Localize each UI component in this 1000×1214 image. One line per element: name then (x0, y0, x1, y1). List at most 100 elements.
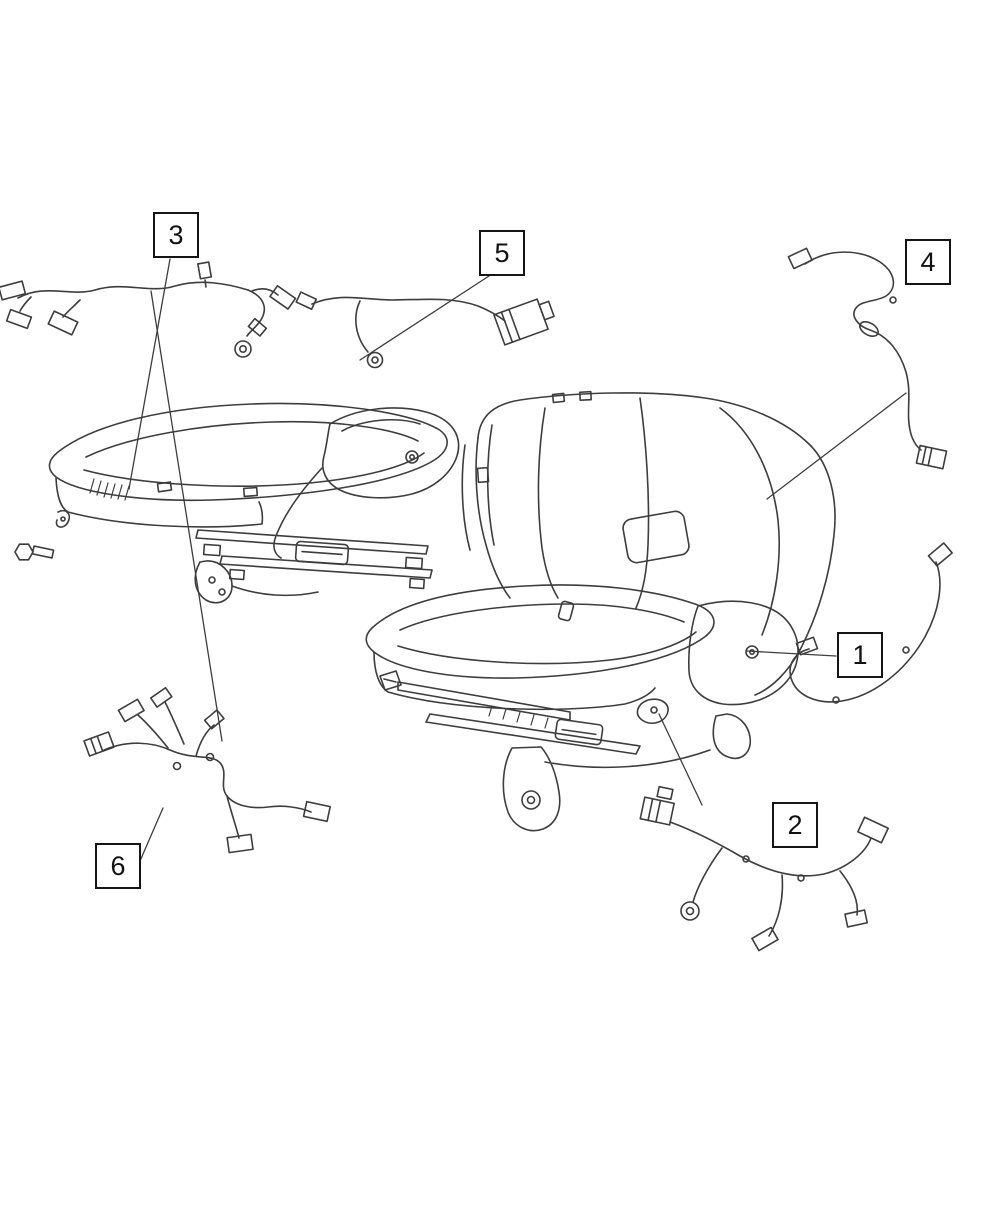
harness-wire[interactable] (804, 251, 922, 451)
harness-branch[interactable] (692, 847, 723, 903)
seatback-outline (477, 392, 836, 696)
ring-connector[interactable] (234, 340, 252, 358)
rear-foot (712, 713, 752, 759)
ring-connector-cap[interactable] (247, 317, 268, 337)
cushion-front-skirt (55, 477, 264, 528)
clip-stub[interactable] (204, 279, 207, 288)
connector-stub[interactable] (251, 288, 279, 296)
harness-wire[interactable] (789, 561, 941, 703)
harness-branch[interactable] (768, 874, 784, 937)
side-shield-outline (688, 600, 799, 706)
front-leg-hole (521, 790, 541, 810)
connector-block[interactable] (0, 280, 27, 301)
leader-line-4 (766, 392, 907, 500)
connector-block[interactable] (844, 909, 869, 928)
callout-3-label: 3 (168, 219, 184, 250)
multi-pin-connector[interactable] (83, 731, 115, 757)
connector-stub[interactable] (164, 701, 185, 745)
connector-block[interactable] (5, 308, 33, 330)
leader-line-6 (139, 807, 164, 862)
torsion-rod (273, 467, 323, 559)
wire-clip-hole[interactable] (742, 855, 750, 863)
leader-line-5 (359, 275, 490, 361)
seat-track-rail-front (219, 555, 433, 579)
harness-4[interactable] (787, 247, 948, 470)
track-motor (294, 540, 350, 566)
harness-wire[interactable] (669, 821, 872, 877)
callout-1-label: 1 (852, 639, 868, 670)
callout-3[interactable]: 3 (153, 212, 199, 258)
crossbar (544, 749, 711, 769)
connector-block[interactable] (295, 291, 318, 311)
connector-block[interactable] (269, 284, 297, 310)
track-motor (554, 718, 604, 746)
harness-branch[interactable] (195, 724, 215, 757)
connector-block[interactable] (787, 247, 813, 270)
wire-clip-hole[interactable] (205, 752, 215, 762)
cushion-top-outline (48, 402, 448, 502)
grommet[interactable] (857, 319, 880, 339)
wire-clip-hole[interactable] (797, 874, 805, 882)
leader-line-3b (150, 290, 223, 742)
headrest-clip (578, 390, 593, 402)
harness-2[interactable] (639, 785, 889, 952)
callout-5[interactable]: 5 (479, 230, 525, 276)
callout-1[interactable]: 1 (837, 632, 883, 678)
wire-clip-hole[interactable] (902, 646, 910, 654)
harness-3[interactable] (0, 261, 297, 358)
harness-5[interactable] (295, 291, 558, 369)
leader-lines (128, 258, 907, 862)
harness-1[interactable] (789, 542, 953, 704)
harness-tail[interactable] (246, 289, 266, 337)
connector-block[interactable] (117, 698, 145, 723)
connector-stub[interactable] (19, 296, 32, 312)
connector-block[interactable] (47, 310, 79, 336)
cushion-seam-1 (85, 420, 419, 458)
sensor-branch[interactable] (355, 300, 369, 353)
ring-connector[interactable] (680, 901, 700, 921)
cushion-top-outline (365, 584, 715, 679)
ring-connector-hole[interactable] (239, 344, 248, 353)
track-foot (202, 543, 222, 557)
callout-4[interactable]: 4 (905, 239, 951, 285)
belt-buckle (557, 600, 575, 622)
pillar-trim (461, 424, 495, 551)
connector-block[interactable] (857, 816, 889, 844)
seatback-left-edge (475, 437, 511, 599)
wire-clip-hole[interactable] (832, 696, 840, 704)
cushion-seam-2 (397, 631, 697, 665)
ring-connector-hole[interactable] (685, 906, 695, 916)
connector-block[interactable] (751, 926, 779, 952)
callout-2[interactable]: 2 (772, 802, 818, 848)
callout-4-label: 4 (920, 246, 936, 277)
wire-clip-hole[interactable] (889, 296, 897, 304)
bracket-hole (208, 576, 216, 584)
cushion-seam-1 (399, 603, 685, 631)
sensor-connector[interactable] (366, 351, 384, 369)
connector-block[interactable] (302, 800, 331, 823)
connector-block[interactable] (226, 833, 254, 854)
harness-wire[interactable] (103, 742, 312, 813)
harness-wire[interactable] (311, 296, 506, 322)
harness-wire[interactable] (17, 281, 249, 299)
multi-pin-connector[interactable] (639, 796, 675, 826)
connector-block[interactable] (149, 686, 173, 708)
retainer-clip[interactable] (197, 261, 213, 280)
callout-6[interactable]: 6 (95, 843, 141, 889)
connector-block[interactable] (203, 709, 225, 730)
callout-6-label: 6 (110, 850, 126, 881)
track-foot (404, 556, 424, 570)
connector-stub[interactable] (137, 714, 169, 749)
connector-block[interactable] (927, 542, 953, 567)
trim-clip (242, 486, 259, 498)
harness-branch[interactable] (226, 795, 240, 839)
harness-branch[interactable] (839, 870, 859, 916)
multi-pin-connector[interactable] (493, 296, 558, 346)
wire-clip-hole[interactable] (172, 761, 182, 771)
connector-stub[interactable] (62, 299, 81, 318)
connector-block[interactable] (795, 636, 819, 656)
connector-tab[interactable] (656, 785, 674, 801)
multi-pin-connector[interactable] (915, 444, 948, 470)
harness-6[interactable] (83, 686, 331, 854)
sensor-connector-hole[interactable] (371, 356, 379, 364)
